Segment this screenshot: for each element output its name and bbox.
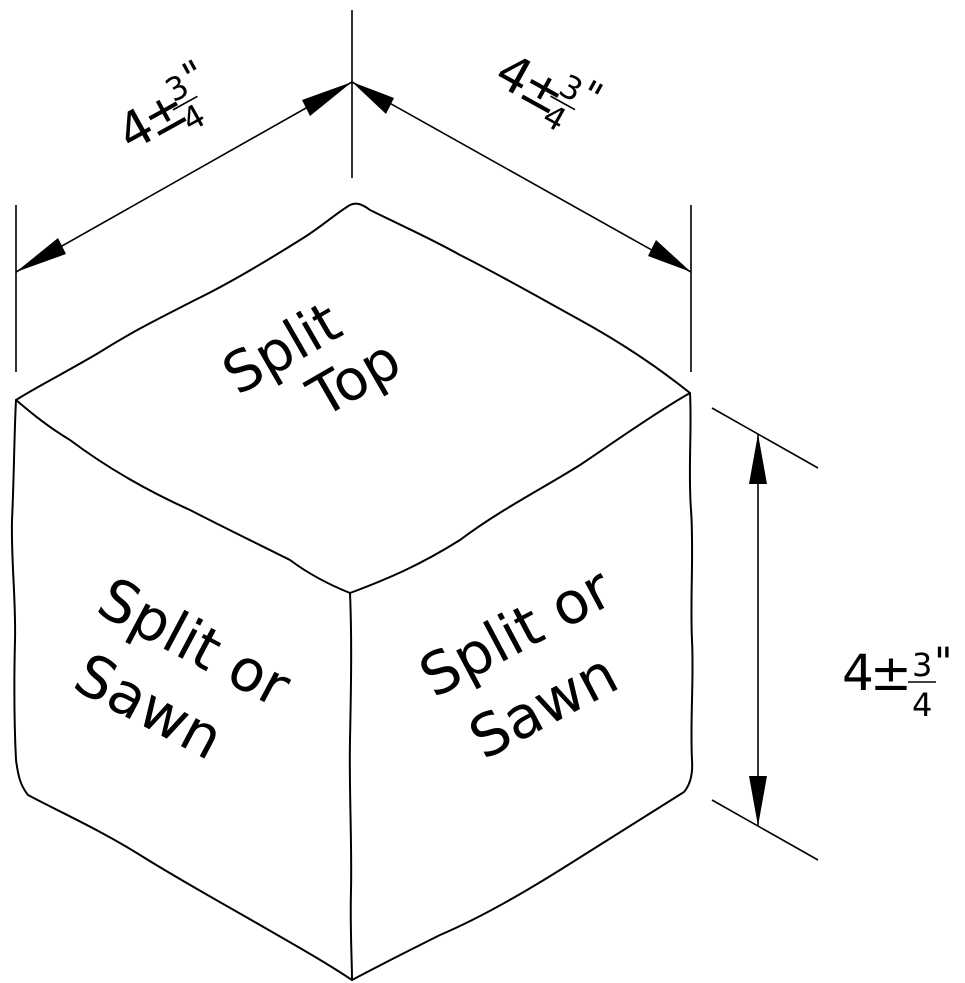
top-face-outline [15,202,691,594]
dim-right-fraction-bar [550,95,576,111]
arrowhead-right-width-end [648,240,691,272]
cube [10,202,694,981]
dim-height-den: 4 [912,686,932,724]
dimension-right-width: 4 ± 3 4 " [351,42,692,372]
arrowhead-height-top [749,434,767,484]
dim-height-num: 3 [912,646,932,684]
left-face-outline [10,399,353,981]
top-face-label: Split Top [212,290,412,431]
front-edge [348,592,353,981]
arrowhead-left-width-start [16,238,66,272]
dimension-line-left-width [15,81,353,273]
extension-line-height-top [711,407,819,469]
dimension-label-height: 4 ± 3 4 " [842,640,952,724]
dimension-line-right-width [351,81,692,273]
extension-line-height-bottom [711,799,819,861]
dimension-height: 4 ± 3 4 " [711,407,952,861]
dimension-label-right-width: 4 ± 3 4 " [486,42,610,140]
arrowhead-left-width-end [302,82,352,116]
dimension-label-left-width: 4 ± 3 4 " [108,52,214,163]
dim-height-whole: 4 [842,644,874,702]
left-face-label: Split or Sawn [64,564,302,773]
dim-height-unit: " [934,640,952,686]
arrowhead-right-width-start [352,82,394,114]
arrowhead-height-bottom [749,776,767,826]
dim-left-fraction-bar [172,95,198,111]
right-face-outline [351,392,694,981]
right-face-label: Split or Sawn [409,554,629,773]
dim-height-pm: ± [870,644,912,702]
